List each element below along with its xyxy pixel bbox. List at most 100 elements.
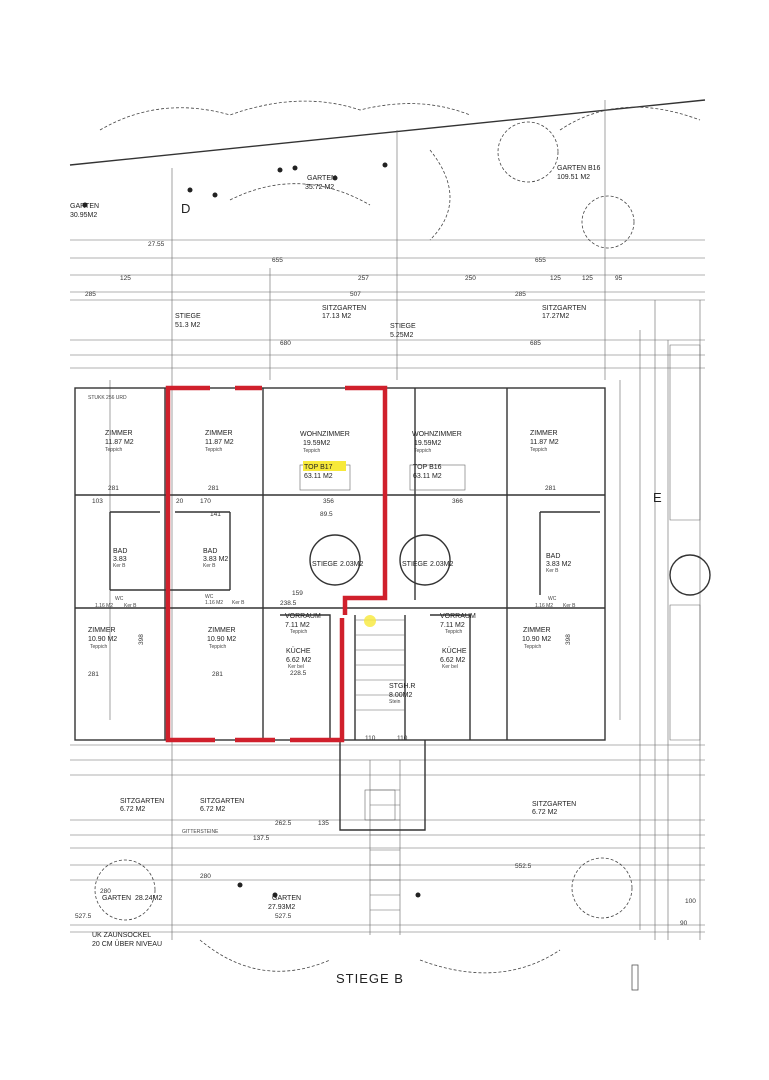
scale-marker bbox=[631, 964, 639, 991]
room-area: 6.62 M2 bbox=[440, 657, 465, 664]
room-name: KÜCHE bbox=[286, 647, 311, 655]
dimension: 89.5 bbox=[320, 511, 333, 518]
dimension: 552.5 bbox=[515, 863, 532, 870]
dimension: 257 bbox=[358, 275, 369, 282]
sitzgarten-area: 6.72 M2 bbox=[200, 806, 225, 813]
room-floor: Ker bel bbox=[442, 664, 458, 670]
room-area: 2.03M2 bbox=[340, 561, 363, 568]
dimension: 103 bbox=[92, 498, 103, 505]
room-area: 2.03M2 bbox=[430, 561, 453, 568]
outer-stair-label: STIEGE bbox=[390, 323, 416, 330]
dimension: 228.5 bbox=[290, 670, 307, 677]
room-floor: Teppich bbox=[524, 644, 541, 650]
site-lines bbox=[69, 99, 706, 974]
room-name: BAD bbox=[546, 553, 560, 560]
dimension: 685 bbox=[530, 340, 541, 347]
dimension: 281 bbox=[545, 485, 556, 492]
room-area: 3.83 M2 bbox=[203, 556, 228, 563]
room-floor: Teppich bbox=[414, 448, 431, 454]
garden-label: GARTEN bbox=[307, 175, 336, 182]
room-name: STIEGE bbox=[312, 561, 338, 568]
unit-label-b17: TOP B17 bbox=[304, 464, 333, 471]
room-area: 19.59M2 bbox=[414, 440, 441, 447]
room-name: WC bbox=[205, 594, 214, 600]
room-name: WOHNZIMMER bbox=[412, 431, 462, 438]
outer-stair-area: 51.3 M2 bbox=[175, 322, 200, 329]
sitzgarten-label: SITZGARTEN bbox=[542, 305, 586, 312]
dimension: 280 bbox=[200, 873, 211, 880]
room-name: WOHNZIMMER bbox=[300, 431, 350, 438]
dimension: 507 bbox=[350, 291, 361, 298]
dimension: 398 bbox=[138, 634, 145, 645]
room-floor: Teppich bbox=[90, 644, 107, 650]
room-floor: Ker B bbox=[546, 568, 559, 574]
dimension: 125 bbox=[120, 275, 131, 282]
dimension: 137.5 bbox=[253, 835, 270, 842]
room-area: 11.87 M2 bbox=[205, 439, 234, 446]
room-area: 3.83 M2 bbox=[546, 561, 571, 568]
outer-stair-label: STIEGE bbox=[175, 313, 201, 320]
sitzgarten-area: 17.13 M2 bbox=[322, 313, 351, 320]
unit-area-b16: 63.11 M2 bbox=[413, 473, 442, 480]
dimension: 262.5 bbox=[275, 820, 292, 827]
room-floor: Ker B bbox=[124, 603, 137, 609]
room-floor: Ker B bbox=[203, 563, 216, 569]
marker-d: D bbox=[181, 201, 191, 216]
note-stukk: STUKK 256 URD bbox=[88, 395, 127, 401]
room-area: 1.16 M2 bbox=[95, 603, 113, 609]
dimension: 238.5 bbox=[280, 600, 297, 607]
room-floor: Ker B bbox=[113, 563, 126, 569]
room-name: STIEGE bbox=[402, 561, 428, 568]
dimension: 135 bbox=[318, 820, 329, 827]
room-name: ZIMMER bbox=[208, 627, 236, 634]
room-floor: Teppich bbox=[445, 629, 462, 635]
marker-e: E bbox=[653, 490, 663, 505]
outer-stair-area: 5.25M2 bbox=[390, 332, 413, 339]
sitzgarten-label: SITZGARTEN bbox=[322, 305, 366, 312]
garden-label: GARTEN bbox=[70, 203, 99, 210]
room-name: WC bbox=[548, 596, 557, 602]
sitzgarten-label: SITZGARTEN bbox=[532, 801, 576, 808]
room-floor: Ker B bbox=[563, 603, 576, 609]
dimension: 527.5 bbox=[275, 913, 292, 920]
room-name: ZIMMER bbox=[88, 627, 116, 634]
dimension: 125 bbox=[550, 275, 561, 282]
dimension: 281 bbox=[208, 485, 219, 492]
dimension: 100 bbox=[685, 898, 696, 905]
room-area: 8.00M2 bbox=[389, 692, 412, 699]
sitzgarten-label: SITZGARTEN bbox=[120, 798, 164, 805]
garden-label: GARTEN bbox=[272, 895, 301, 902]
dimension: 356 bbox=[323, 498, 334, 505]
room-floor: Stein bbox=[389, 699, 401, 705]
note-fence-level: 20 CM ÜBER NIVEAU bbox=[92, 940, 162, 948]
unit-b17-outline bbox=[165, 385, 388, 743]
room-floor: Ker bel bbox=[288, 664, 304, 670]
room-floor: Teppich bbox=[303, 448, 320, 454]
room-floor: Ker B bbox=[232, 600, 245, 606]
room-area: 7.11 M2 bbox=[285, 622, 310, 629]
room-name: VORRAUM bbox=[285, 613, 321, 620]
room-area: 11.87 M2 bbox=[530, 439, 559, 446]
dimension: 250 bbox=[465, 275, 476, 282]
dimension: 20 bbox=[176, 498, 184, 505]
room-floor: Teppich bbox=[530, 447, 547, 453]
building-walls bbox=[74, 344, 711, 831]
room-area: 6.62 M2 bbox=[286, 657, 311, 664]
garden-area: 27.93M2 bbox=[268, 904, 295, 911]
note-fence: UK ZAUNSOCKEL bbox=[92, 932, 151, 939]
room-name: WC bbox=[115, 596, 124, 602]
garden-area: 109.51 M2 bbox=[557, 174, 590, 181]
room-floor: Teppich bbox=[205, 447, 222, 453]
dimension: 159 bbox=[292, 590, 303, 597]
dimension: 398 bbox=[565, 634, 572, 645]
room-area: 3.83 bbox=[113, 556, 127, 563]
room-name: KÜCHE bbox=[442, 647, 467, 655]
room-floor: Teppich bbox=[290, 629, 307, 635]
room-name: STGH.R bbox=[389, 683, 415, 690]
room-floor: Teppich bbox=[209, 644, 226, 650]
dimension-labels: 655 655 125 125 285 285 507 257 250 125 … bbox=[75, 241, 696, 927]
garden-area: 28.24M2 bbox=[135, 895, 162, 902]
room-area: 19.59M2 bbox=[303, 440, 330, 447]
dimension: 27.55 bbox=[148, 241, 165, 248]
